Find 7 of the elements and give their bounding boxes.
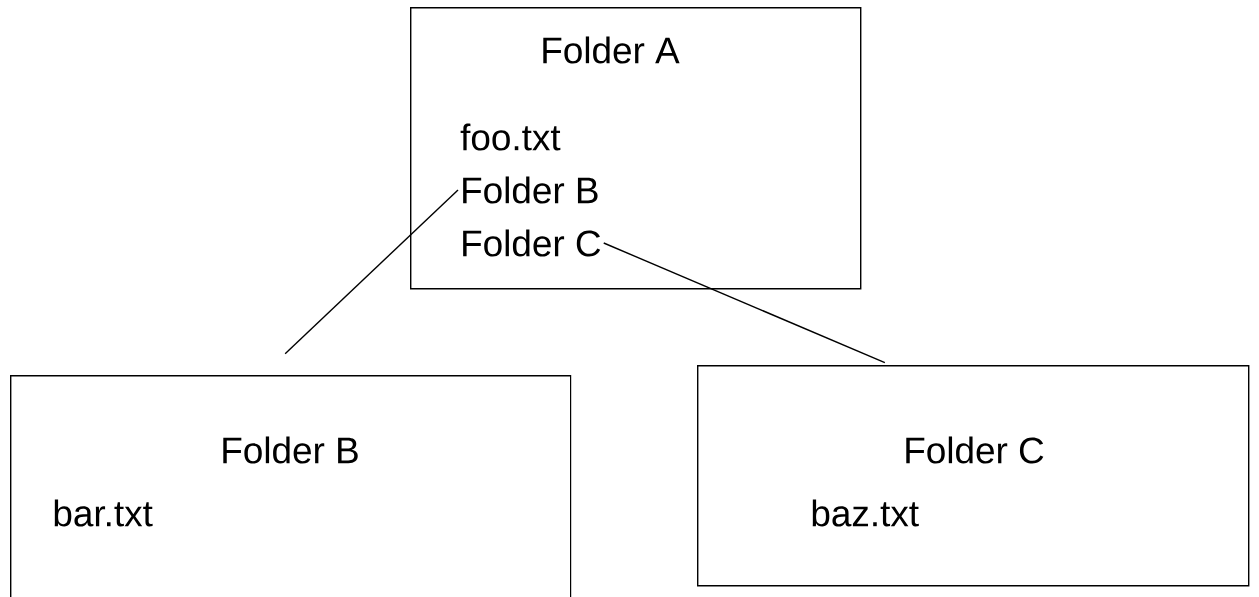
- connector-line: [284, 189, 459, 355]
- list-item: Folder C: [463, 229, 601, 257]
- folder-box: Folder B bar.txt: [10, 375, 572, 597]
- list-item: foo.txt: [460, 123, 561, 151]
- list-item: Folder B: [463, 176, 598, 204]
- folder-box: Folder C baz.txt: [697, 365, 1250, 587]
- connector-line: [603, 242, 886, 364]
